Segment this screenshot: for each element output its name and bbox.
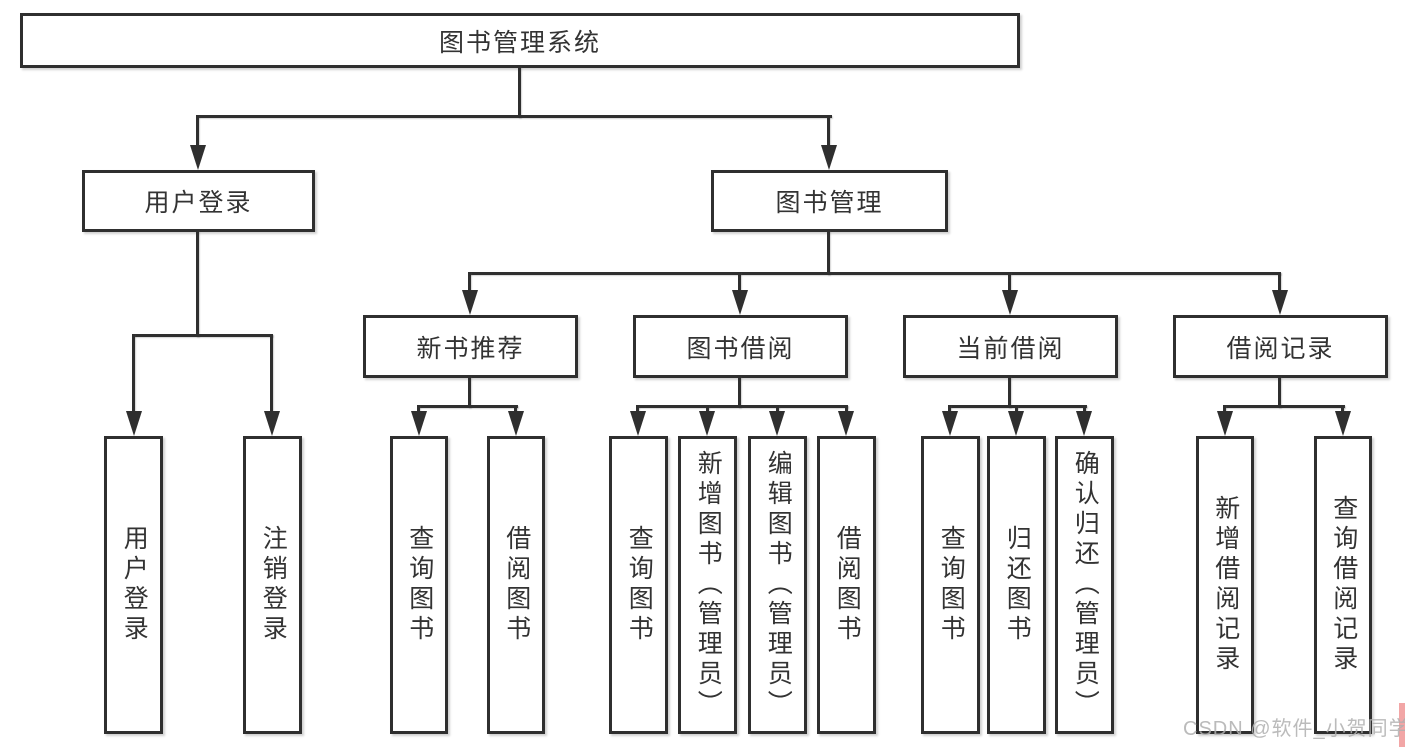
connector-line <box>1083 405 1086 415</box>
connector-line <box>1223 405 1226 415</box>
node-new-book-recommend: 新书推荐 <box>363 315 578 378</box>
leaf-query-borrow-record-label: 查询借阅记录 <box>1329 495 1358 675</box>
leaf-add-book-admin: 新增图书（管理员） <box>678 436 737 734</box>
connector-line <box>1278 376 1281 408</box>
arrowhead-down-icon <box>190 145 206 170</box>
node-book-management-label: 图书管理 <box>775 189 884 217</box>
leaf-user-login: 用户登录 <box>104 436 163 734</box>
leaf-query-books-borrow: 查询图书 <box>609 436 668 734</box>
arrowhead-down-icon <box>1217 411 1233 436</box>
leaf-confirm-return-admin-label: 确认归还（管理员） <box>1071 450 1100 720</box>
arrowhead-down-icon <box>1002 290 1018 315</box>
connector-line <box>514 405 517 415</box>
leaf-logout: 注销登录 <box>243 436 302 734</box>
leaf-query-borrow-record: 查询借阅记录 <box>1314 436 1372 734</box>
connector-line <box>468 376 471 408</box>
connector-line <box>827 115 830 151</box>
arrowhead-down-icon <box>732 290 748 315</box>
leaf-add-book-admin-label: 新增图书（管理员） <box>694 450 723 720</box>
node-user-login-label: 用户登录 <box>144 189 253 217</box>
connector-line <box>1223 405 1345 408</box>
connector-line <box>518 66 521 118</box>
node-book-borrow: 图书借阅 <box>633 315 848 378</box>
connector-line <box>827 230 830 275</box>
leaf-query-books-recommend: 查询图书 <box>390 436 448 734</box>
arrowhead-down-icon <box>1335 411 1351 436</box>
connector-line <box>196 115 832 118</box>
connector-line <box>706 405 709 415</box>
leaf-borrow-books-recommend: 借阅图书 <box>487 436 545 734</box>
csdn-watermark: CSDN @软件_小贺同学 <box>1183 718 1405 740</box>
node-book-borrow-label: 图书借阅 <box>686 334 795 363</box>
connector-line <box>1008 272 1011 294</box>
arrowhead-down-icon <box>126 411 142 436</box>
edge-artifact-strip <box>1399 703 1405 747</box>
connector-line <box>845 405 848 415</box>
arrowhead-down-icon <box>630 411 646 436</box>
connector-line <box>636 405 848 408</box>
connector-line <box>196 115 199 151</box>
leaf-confirm-return-admin: 确认归还（管理员） <box>1055 436 1114 734</box>
node-borrow-records-label: 借阅记录 <box>1226 334 1335 363</box>
arrowhead-down-icon <box>699 411 715 436</box>
arrowhead-down-icon <box>508 411 524 436</box>
leaf-borrow-books-recommend-label: 借阅图书 <box>502 525 531 645</box>
connector-line <box>468 272 1281 275</box>
leaf-query-books-borrow-label: 查询图书 <box>625 525 654 645</box>
connector-line <box>738 272 741 294</box>
node-user-login: 用户登录 <box>82 170 315 232</box>
leaf-add-borrow-record-label: 新增借阅记录 <box>1211 495 1240 675</box>
arrowhead-down-icon <box>411 411 427 436</box>
leaf-query-books-current: 查询图书 <box>921 436 980 734</box>
arrowhead-down-icon <box>942 411 958 436</box>
node-library-system-label: 图书管理系统 <box>438 28 601 57</box>
connector-line <box>636 405 639 415</box>
connector-line <box>132 334 273 337</box>
arrowhead-down-icon <box>769 411 785 436</box>
connector-line <box>132 334 135 414</box>
arrowhead-down-icon <box>1008 411 1024 436</box>
leaf-edit-book-admin: 编辑图书（管理员） <box>748 436 807 734</box>
leaf-return-book: 归还图书 <box>987 436 1046 734</box>
leaf-add-borrow-record: 新增借阅记录 <box>1196 436 1254 734</box>
leaf-logout-label: 注销登录 <box>259 525 288 645</box>
connector-line <box>270 334 273 414</box>
node-book-management: 图书管理 <box>711 170 948 232</box>
connector-line <box>1278 272 1281 294</box>
arrowhead-down-icon <box>1076 411 1092 436</box>
connector-line <box>468 272 471 294</box>
connector-line <box>1008 376 1011 408</box>
connector-line <box>948 405 951 415</box>
leaf-query-books-recommend-label: 查询图书 <box>405 525 434 645</box>
leaf-query-books-current-label: 查询图书 <box>937 525 966 645</box>
connector-line <box>776 405 779 415</box>
connector-line <box>1015 405 1018 415</box>
node-new-book-recommend-label: 新书推荐 <box>416 334 525 363</box>
leaf-borrow-books: 借阅图书 <box>817 436 876 734</box>
node-library-system: 图书管理系统 <box>20 13 1020 68</box>
leaf-return-book-label: 归还图书 <box>1003 525 1032 645</box>
node-borrow-records: 借阅记录 <box>1173 315 1388 378</box>
connector-line <box>417 405 518 408</box>
connector-line <box>417 405 420 415</box>
connector-line <box>196 230 199 337</box>
connector-line <box>738 376 741 408</box>
arrowhead-down-icon <box>838 411 854 436</box>
leaf-user-login-label: 用户登录 <box>120 525 149 645</box>
node-current-borrow: 当前借阅 <box>903 315 1118 378</box>
arrowhead-down-icon <box>821 145 837 170</box>
arrowhead-down-icon <box>264 411 280 436</box>
leaf-borrow-books-label: 借阅图书 <box>833 525 862 645</box>
node-current-borrow-label: 当前借阅 <box>956 334 1065 363</box>
leaf-edit-book-admin-label: 编辑图书（管理员） <box>764 450 793 720</box>
arrowhead-down-icon <box>462 290 478 315</box>
connector-line <box>1341 405 1344 415</box>
arrowhead-down-icon <box>1272 290 1288 315</box>
